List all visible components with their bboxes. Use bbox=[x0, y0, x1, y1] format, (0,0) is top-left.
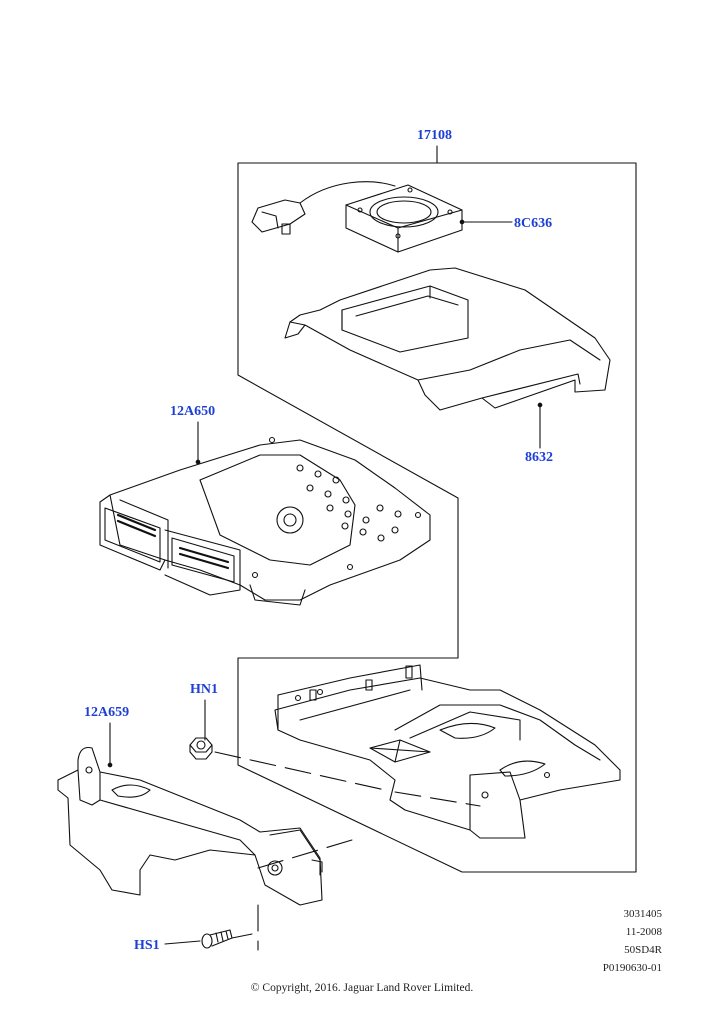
reference-date: 11-2008 bbox=[625, 926, 662, 938]
callout-12A650[interactable]: 12A650 bbox=[170, 404, 216, 419]
reference-code: 50SD4R bbox=[624, 944, 662, 956]
screw-HS1 bbox=[201, 929, 233, 949]
leader-HS1 bbox=[164, 940, 201, 945]
callout-8C636[interactable]: 8C636 bbox=[514, 216, 553, 231]
bracket-12A659 bbox=[57, 746, 323, 906]
reference-id: P0190630-01 bbox=[602, 962, 662, 974]
callout-HN1[interactable]: HN1 bbox=[190, 682, 218, 697]
reference-number: 3031405 bbox=[623, 908, 663, 920]
callout-12A659[interactable]: 12A659 bbox=[84, 705, 130, 720]
control-module-12A650 bbox=[99, 436, 431, 606]
sensor-module-8C636 bbox=[251, 181, 463, 253]
assembly-outline bbox=[237, 162, 637, 873]
drawing-reference-block: 3031405 11-2008 50SD4R P0190630-01 bbox=[603, 905, 662, 977]
cover-8632 bbox=[284, 267, 611, 411]
callout-17108[interactable]: 17108 bbox=[417, 128, 452, 143]
copyright-text: © Copyright, 2016. Jaguar Land Rover Lim… bbox=[250, 982, 474, 994]
nut-HN1 bbox=[189, 737, 213, 760]
callout-8632[interactable]: 8632 bbox=[525, 450, 553, 465]
callout-HS1[interactable]: HS1 bbox=[134, 938, 160, 953]
mounting-tray bbox=[274, 664, 621, 839]
